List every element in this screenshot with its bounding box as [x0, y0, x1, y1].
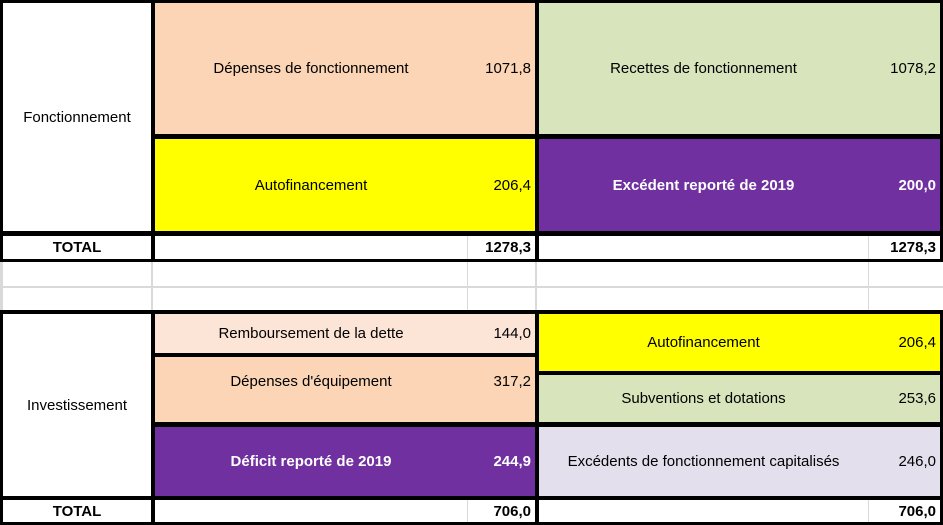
- row-autofinancement-fonctionnement: Autofinancement 206,4: [155, 139, 535, 231]
- item-label: Recettes de fonctionnement: [610, 60, 797, 77]
- value-cell: 244,9: [467, 427, 535, 496]
- section-label-text: Investissement: [26, 396, 128, 414]
- value-cell: 1078,2: [868, 3, 940, 134]
- item-label: Autofinancement: [647, 334, 760, 351]
- total-label-text: TOTAL: [52, 239, 102, 256]
- row-depenses-equipement: Dépenses d'équipement 317,2: [155, 357, 535, 422]
- label-cell: Autofinancement: [155, 139, 467, 231]
- row-excedent-reporte: Excédent reporté de 2019 200,0: [539, 139, 940, 231]
- row-recettes-fonctionnement: Recettes de fonctionnement 1078,2: [539, 3, 940, 134]
- gridline: [467, 236, 468, 314]
- total-recettes-investissement: 706,0: [868, 500, 940, 522]
- gridline: [868, 236, 869, 314]
- total-value: 1278,3: [890, 239, 936, 256]
- label-cell: Excédent reporté de 2019: [539, 139, 868, 231]
- value-cell: 206,4: [868, 314, 940, 371]
- total-label-text: TOTAL: [52, 502, 102, 520]
- total-recettes-fonctionnement: 1278,3: [868, 236, 940, 259]
- item-value: 1078,2: [890, 60, 936, 77]
- row-autofinancement-investissement: Autofinancement 206,4: [539, 314, 940, 371]
- label-cell: Remboursement de la dette: [155, 314, 467, 353]
- value-cell: 1071,8: [467, 3, 535, 134]
- border: [535, 371, 943, 375]
- label-cell: Subventions et dotations: [539, 375, 868, 422]
- border: [0, 310, 3, 525]
- item-label: Dépenses d'équipement: [230, 373, 392, 390]
- border: [151, 353, 539, 357]
- item-label: Remboursement de la dette: [218, 325, 404, 342]
- value-cell: 144,0: [467, 314, 535, 353]
- border: [151, 310, 155, 525]
- item-value: 1071,8: [485, 60, 531, 77]
- row-deficit-reporte: Déficit reporté de 2019 244,9: [155, 427, 535, 496]
- total-value: 706,0: [898, 502, 936, 520]
- total-depenses-investissement: 706,0: [468, 500, 535, 522]
- border: [0, 496, 943, 500]
- label-cell: Dépenses de fonctionnement: [155, 3, 467, 134]
- gridline: [0, 262, 3, 310]
- value-cell: 206,4: [467, 139, 535, 231]
- value-cell: 246,0: [868, 427, 940, 496]
- row-subventions-dotations: Subventions et dotations 253,6: [539, 375, 940, 422]
- border: [0, 0, 943, 3]
- border: [151, 422, 943, 427]
- item-value: 253,6: [898, 390, 936, 407]
- value-cell: 317,2: [467, 357, 535, 422]
- item-label: Déficit reporté de 2019: [230, 453, 392, 470]
- item-value: 206,4: [898, 334, 936, 351]
- total-label-investissement: TOTAL: [3, 500, 151, 522]
- section-label-investissement: Investissement: [3, 314, 151, 496]
- gridline: [467, 500, 468, 522]
- section-label-fonctionnement: Fonctionnement: [3, 3, 151, 231]
- border: [151, 0, 155, 262]
- border: [0, 522, 943, 525]
- total-depenses-fonctionnement: 1278,3: [468, 236, 535, 259]
- section-label-text: Fonctionnement: [23, 108, 131, 126]
- item-label: Dépenses de fonctionnement: [213, 60, 409, 77]
- item-value: 206,4: [493, 176, 531, 194]
- border: [940, 0, 943, 262]
- total-label-fonctionnement: TOTAL: [3, 236, 151, 259]
- gridline: [868, 500, 869, 522]
- item-value: 244,9: [493, 453, 531, 470]
- item-value: 200,0: [898, 176, 936, 194]
- item-value: 144,0: [493, 325, 531, 342]
- label-cell: Autofinancement: [539, 314, 868, 371]
- label-cell: Excédents de fonctionnement capitalisés: [539, 427, 868, 496]
- value-cell: 200,0: [868, 139, 940, 231]
- item-label: Subventions et dotations: [621, 390, 786, 407]
- gridline: [535, 262, 537, 310]
- label-cell: Déficit reporté de 2019: [155, 427, 467, 496]
- row-excedents-capitalises: Excédents de fonctionnement capitalisés …: [539, 427, 940, 496]
- border: [151, 134, 943, 139]
- total-value: 1278,3: [485, 239, 531, 256]
- border: [535, 310, 539, 525]
- label-cell: Dépenses d'équipement: [155, 357, 467, 422]
- item-value: 317,2: [493, 373, 531, 390]
- gridline: [0, 286, 943, 288]
- item-label: Autofinancement: [254, 176, 368, 194]
- item-label: Excédents de fonctionnement capitalisés: [567, 453, 840, 470]
- label-cell: Recettes de fonctionnement: [539, 3, 868, 134]
- total-value: 706,0: [493, 502, 531, 520]
- border: [940, 310, 943, 525]
- row-remboursement-dette: Remboursement de la dette 144,0: [155, 314, 535, 353]
- item-label: Excédent reporté de 2019: [612, 176, 795, 194]
- item-value: 246,0: [898, 453, 936, 470]
- border: [535, 0, 539, 262]
- row-depenses-fonctionnement: Dépenses de fonctionnement 1071,8: [155, 3, 535, 134]
- border: [0, 231, 943, 236]
- gridline: [151, 262, 153, 310]
- value-cell: 253,6: [868, 375, 940, 422]
- border: [0, 259, 943, 262]
- border: [0, 310, 943, 314]
- border: [0, 0, 3, 262]
